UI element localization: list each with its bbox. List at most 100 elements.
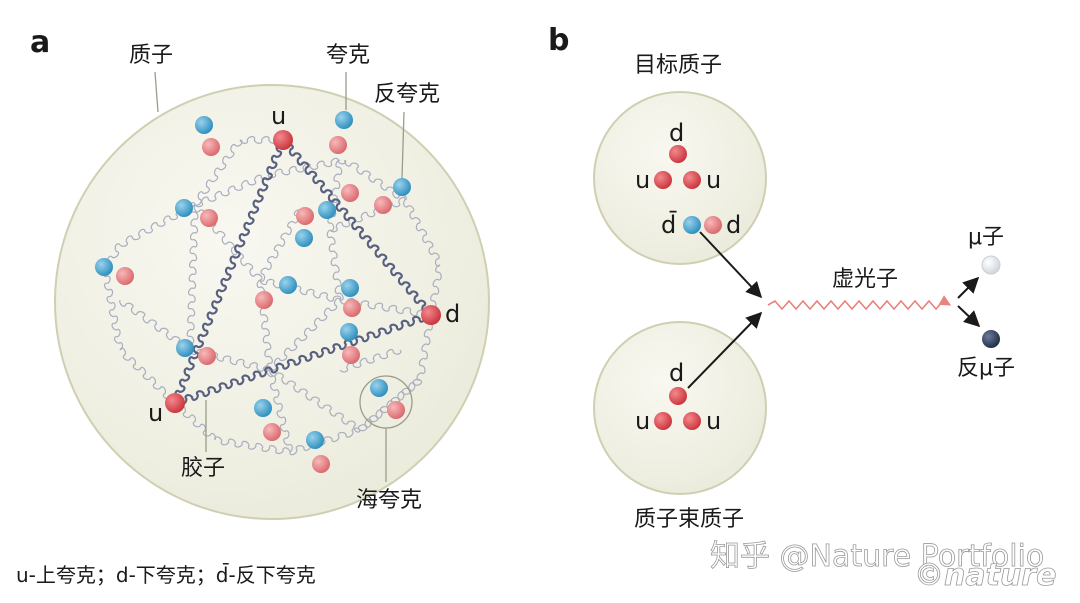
sea-antiquark (95, 258, 113, 276)
gluon-spring (269, 297, 341, 372)
sea-antiquark (279, 276, 297, 294)
gluon-spring (289, 427, 361, 456)
arrow-to-muon (957, 276, 980, 299)
sea-antiquark (341, 279, 359, 297)
label-beam-proton: 质子束质子 (634, 507, 744, 532)
label-target-d2: d (726, 211, 741, 239)
label-target-u-right: u (706, 166, 721, 194)
sea-quark (341, 184, 359, 202)
gluon-spring (259, 278, 342, 302)
gluon-spring (326, 229, 344, 301)
label-d-right: d (445, 300, 460, 328)
gluon-spring (403, 199, 441, 267)
arrow-antiquark-to-vertex (699, 231, 763, 299)
leader-antiquark (401, 111, 405, 179)
gluon-spring (194, 139, 243, 206)
sea-antiquark (393, 178, 411, 196)
gluon-spring (186, 204, 199, 351)
gluon-spring (101, 269, 124, 351)
sea-quark (387, 401, 405, 419)
label-beam-u-right: u (706, 407, 721, 435)
gluon-spring (344, 159, 407, 201)
legend-caption: u-上夸克；d-下夸克；d̄-反下夸克 (16, 562, 316, 587)
sea-antiquark (306, 431, 324, 449)
label-muon: μ子 (968, 225, 1004, 250)
sea-quark (116, 267, 134, 285)
valence-quark-d-right (421, 305, 441, 325)
beam-quark-d (669, 387, 687, 405)
valence-quark-u-bottom (165, 393, 185, 413)
sea-antiquark (335, 111, 353, 129)
gluon-spring (119, 299, 193, 351)
label-u-top: u (271, 102, 286, 130)
valence-gluon-triangle (173, 138, 435, 405)
sea-antiquark (295, 229, 313, 247)
sea-quark (374, 196, 392, 214)
gluon-spring (194, 174, 270, 208)
sea-antiquark (340, 323, 358, 341)
label-virtual-photon: 虚光子 (832, 267, 898, 292)
sea-quark (296, 207, 314, 225)
panel-a: a u d u 质子 夸克 反夸克 胶子 海夸克 (30, 25, 490, 520)
antimuon-particle (982, 330, 1000, 348)
valence-gluon-du (173, 311, 432, 405)
zhihu-watermark: 知乎 @Nature Portfolio (710, 539, 1044, 574)
label-sea-quark: 海夸克 (356, 488, 422, 513)
beam-quark-u-left (654, 412, 672, 430)
sea-quark (255, 291, 273, 309)
label-target-proton: 目标质子 (634, 53, 722, 78)
muon-particle (981, 255, 1001, 275)
target-quark-d (669, 145, 687, 163)
label-target-dbar: d̄ (661, 210, 677, 239)
label-gluon: 胶子 (181, 456, 225, 481)
sea-quark-pairs (95, 111, 411, 473)
panel-b: b 目标质子 d u u d̄ d d u u 质子束质子 虚光子 μ子 反μ (548, 23, 1015, 532)
valence-gluon-uu (174, 138, 287, 405)
sea-antiquark (370, 379, 388, 397)
arrow-to-antimuon (957, 305, 981, 328)
panel-b-letter: b (548, 23, 569, 58)
sea-quark (198, 347, 216, 365)
label-beam-d: d (669, 359, 684, 387)
gluon-spring (266, 369, 293, 453)
label-target-u-left: u (635, 166, 650, 194)
gluon-spring (329, 196, 406, 233)
sea-quark (202, 138, 220, 156)
gluon-spring (119, 347, 177, 404)
label-target-d: d (669, 119, 684, 147)
sea-antiquark (175, 199, 193, 217)
target-antiquark-dbar (683, 216, 701, 234)
sea-antiquark (195, 116, 213, 134)
label-quark: 夸克 (326, 43, 370, 68)
target-quark-u-left (654, 171, 672, 189)
sea-antiquark (318, 201, 336, 219)
label-u-bottom: u (148, 399, 163, 427)
arrow-quark-to-vertex (687, 311, 763, 389)
panel-a-letter: a (30, 25, 50, 60)
target-proton-sphere (593, 91, 767, 265)
beam-proton-sphere (593, 321, 767, 495)
sea-quark (200, 209, 218, 227)
gluon-spring (269, 369, 361, 433)
label-antiquark: 反夸克 (374, 82, 440, 107)
sea-quark (342, 346, 360, 364)
nature-watermark: ©nature (914, 558, 1056, 593)
target-quark-u-right (683, 171, 701, 189)
gluon-spring (214, 436, 291, 455)
valence-quark-u-top (273, 130, 293, 150)
leader-proton (154, 71, 159, 113)
target-sea-quark-d (704, 216, 722, 234)
label-antimuon: 反μ子 (957, 356, 1015, 381)
gluon-spring (259, 209, 301, 282)
sea-quark (343, 299, 361, 317)
sea-quark (312, 455, 330, 473)
gluon-spring (359, 379, 423, 432)
sea-antiquark (254, 399, 272, 417)
virtual-photon-line (767, 295, 951, 311)
sea-quark (329, 136, 347, 154)
valence-gluon-ud (281, 139, 435, 317)
label-proton: 质子 (129, 43, 173, 68)
sea-antiquark (176, 339, 194, 357)
virtual-photon-wave (767, 295, 951, 311)
